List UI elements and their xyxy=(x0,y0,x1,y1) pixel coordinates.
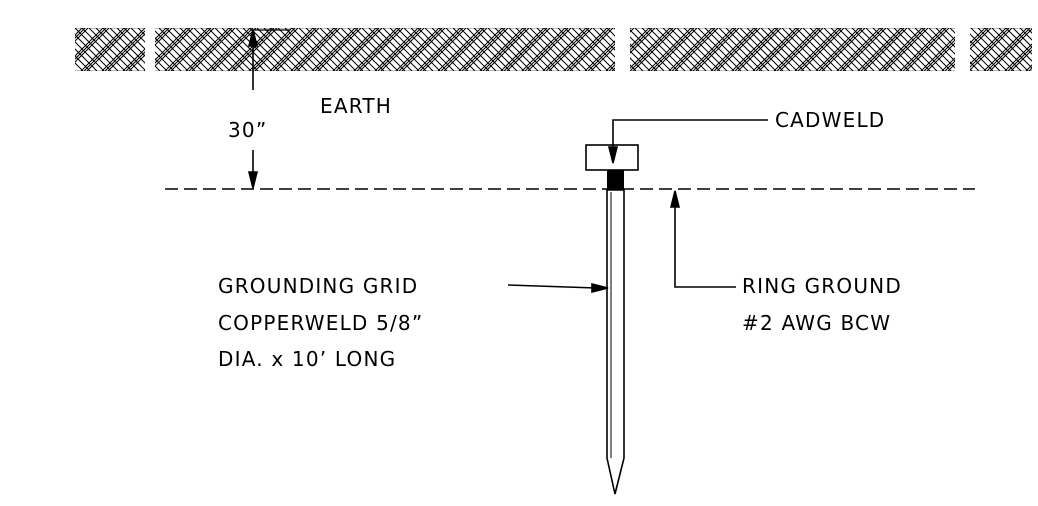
ring-ground-label-line1: RING GROUND xyxy=(742,274,902,298)
earth-surface-hatch xyxy=(75,28,1032,71)
grounding-grid-leader xyxy=(507,282,609,294)
depth-dimension xyxy=(247,29,290,189)
grounding-grid-label-line1: GROUNDING GRID xyxy=(218,274,418,298)
ring-ground-label-line2: #2 AWG BCW xyxy=(742,311,891,335)
depth-label: 30” xyxy=(228,118,267,142)
cadweld-weld-block xyxy=(607,170,624,190)
depth-arrow-top-icon xyxy=(247,29,259,47)
earth-label: EARTH xyxy=(320,94,392,118)
depth-arrow-bottom-icon xyxy=(247,171,259,189)
ring-arrow-icon xyxy=(669,190,681,208)
cadweld-leader xyxy=(607,119,768,164)
cadweld-arrow-icon xyxy=(607,146,619,164)
ground-rod xyxy=(606,189,625,495)
grid-arrow-icon xyxy=(591,282,609,294)
grounding-grid-label-line3: DIA. x 10’ LONG xyxy=(218,347,396,371)
grounding-grid-label-line2: COPPERWELD 5/8” xyxy=(218,311,423,335)
ring-ground-leader xyxy=(669,190,736,288)
cadweld-label: CADWELD xyxy=(775,108,885,132)
